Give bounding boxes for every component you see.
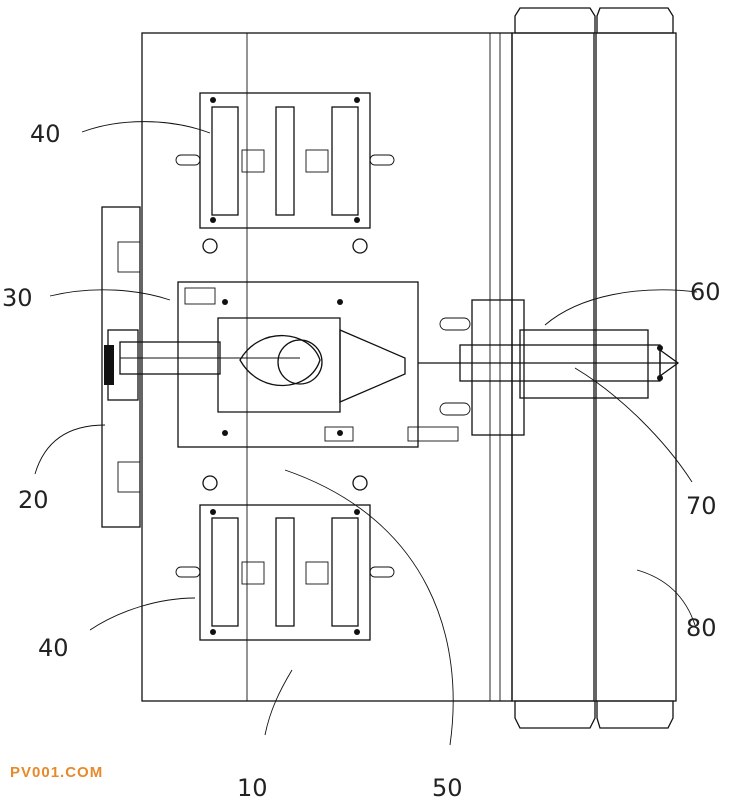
- label-40-bottom: 40: [38, 634, 69, 662]
- callout-labels: 40 30 20 40 10 50 60 70 80: [2, 120, 721, 802]
- heating-rails: [511, 7, 677, 729]
- label-70: 70: [686, 492, 717, 520]
- label-80: 80: [686, 614, 717, 642]
- label-20: 20: [18, 486, 49, 514]
- label-50: 50: [432, 774, 463, 802]
- leader-lines: [34, 121, 698, 746]
- label-60: 60: [690, 278, 721, 306]
- bottom-cavity-block: [175, 504, 395, 641]
- base-plate: [141, 32, 513, 702]
- watermark-text: PV001.COM: [10, 764, 104, 781]
- top-cavity-block: [175, 92, 395, 254]
- nozzle-assembly: [418, 299, 680, 436]
- label-10: 10: [237, 774, 268, 802]
- center-mold-block: [119, 281, 459, 491]
- label-40-top: 40: [30, 120, 61, 148]
- label-30: 30: [2, 284, 33, 312]
- left-clamp-block: [101, 206, 141, 528]
